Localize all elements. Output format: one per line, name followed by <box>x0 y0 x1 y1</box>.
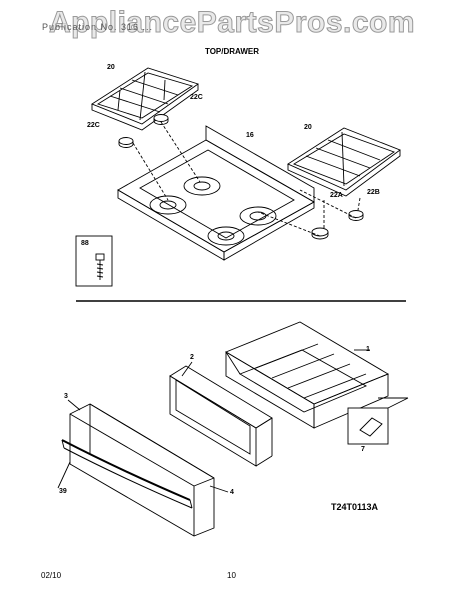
section-title: TOP/DRAWER <box>204 47 260 56</box>
publication-header: Publication No. 316 ... <box>42 22 154 32</box>
drawer-front <box>61 403 215 537</box>
callout-20-left: 20 <box>107 64 115 71</box>
cap-22b <box>348 210 364 218</box>
cap-22c-lower <box>118 137 134 145</box>
footer-page: 10 <box>227 571 236 580</box>
cooktop <box>117 125 315 261</box>
screw <box>95 253 105 280</box>
cap-22a <box>311 227 329 237</box>
drawer-panel <box>169 365 273 467</box>
grate-left <box>91 67 199 131</box>
screw-box <box>75 235 113 287</box>
callout-22a: 22A <box>330 192 343 199</box>
drawing-id: T24T0113A <box>331 502 379 512</box>
callout-1: 1 <box>366 346 370 353</box>
callout-4: 4 <box>230 489 234 496</box>
footer-date: 02/10 <box>41 571 62 580</box>
callout-39: 39 <box>59 488 67 495</box>
callout-7: 7 <box>361 446 365 453</box>
cap-22c-upper <box>153 114 169 122</box>
callout-3: 3 <box>64 393 68 400</box>
callout-22c-lower: 22C <box>87 122 100 129</box>
watermark: AppliancePartsPros.com <box>48 6 416 40</box>
grate-right <box>287 127 401 197</box>
callout-88: 88 <box>81 240 89 247</box>
callout-20-right: 20 <box>304 124 312 131</box>
callout-22c-upper: 22C <box>190 94 203 101</box>
callout-2: 2 <box>190 354 194 361</box>
callout-16: 16 <box>246 132 254 139</box>
callout-22b: 22B <box>367 189 380 196</box>
drawer-body <box>224 321 390 429</box>
